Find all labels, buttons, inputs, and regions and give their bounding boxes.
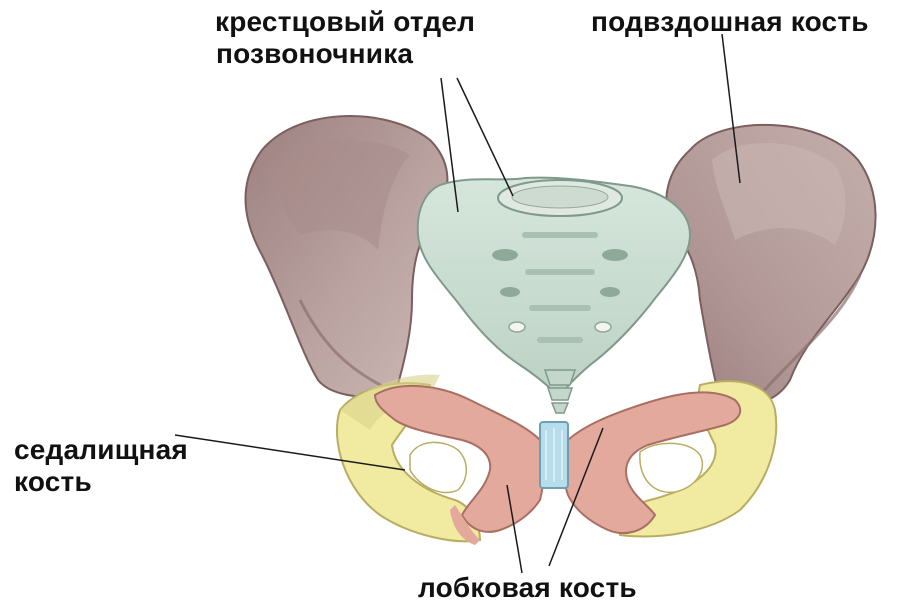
label-ilium: подвздошная кость	[591, 6, 869, 38]
label-ischium-line1: седалищная	[14, 434, 188, 466]
ilium-left	[246, 116, 448, 397]
label-pubis-text: лобковая кость	[418, 572, 637, 604]
label-ilium-text: подвздошная кость	[591, 6, 869, 38]
ilium-right	[666, 125, 875, 405]
label-ischium: седалищная кость	[14, 434, 188, 498]
label-sacrum-line2: позвоночника	[215, 38, 475, 70]
label-sacrum: крестцовый отдел позвоночника	[215, 6, 475, 70]
label-sacrum-line1: крестцовый отдел	[215, 6, 475, 38]
label-pubis: лобковая кость	[418, 572, 637, 604]
sacrum	[418, 178, 690, 413]
label-ischium-line2: кость	[14, 466, 188, 498]
